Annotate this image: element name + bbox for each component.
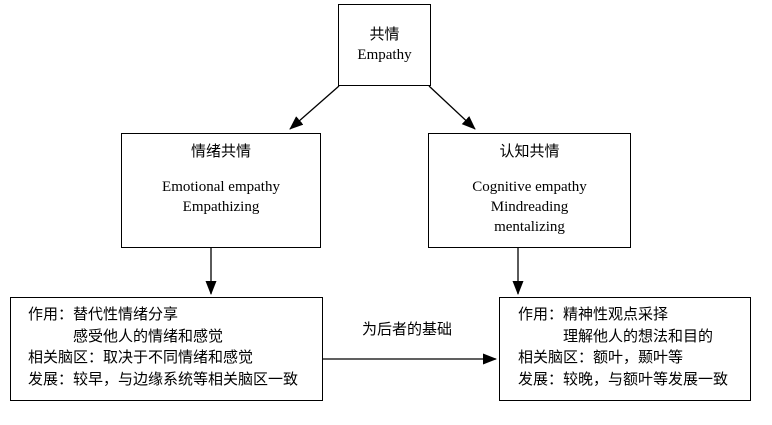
- cognitive-detail-function-cont: 理解他人的想法和目的: [563, 328, 714, 345]
- emotional-detail-function-cont: 感受他人的情绪和感觉: [73, 328, 224, 345]
- arrow-root-to-cognitive: [428, 85, 476, 130]
- emotional-empathy-box: 情绪共情 Emotional empathy Empathizing: [121, 133, 321, 248]
- emotional-detail-brain-region: 相关脑区：取决于不同情绪和感觉: [28, 350, 254, 366]
- emotional-title-en1: Emotional empathy: [162, 179, 280, 195]
- cognitive-title-zh: 认知共情: [499, 144, 560, 160]
- root-box-empathy: 共情 Empathy: [338, 4, 431, 86]
- cognitive-detail-development: 发展：较晚，与额叶等发展一致: [518, 371, 729, 388]
- arrow-root-to-emotional: [289, 85, 340, 130]
- root-title-en: Empathy: [357, 47, 412, 63]
- cognitive-detail-function: 作用：精神性观点采择: [518, 307, 669, 323]
- emotional-title-en2: Empathizing: [182, 199, 260, 215]
- cognitive-title-en3: mentalizing: [494, 219, 565, 235]
- cognitive-empathy-box: 认知共情 Cognitive empathy Mindreading menta…: [428, 133, 631, 248]
- cognitive-title-en1: Cognitive empathy: [472, 179, 587, 195]
- cognitive-title-en2: Mindreading: [490, 199, 569, 215]
- emotional-detail-development: 发展：较早，与边缘系统等相关脑区一致: [28, 371, 299, 388]
- emotional-detail-function: 作用：替代性情绪分享: [28, 307, 179, 323]
- basis-arrow-label: 为后者的基础: [361, 322, 452, 338]
- root-title-zh: 共情: [369, 27, 400, 43]
- cognitive-detail-box: 作用：精神性观点采择 理解他人的想法和目的 相关脑区：额叶，颞叶等 发展：较晚，…: [499, 297, 751, 401]
- emotional-detail-box: 作用：替代性情绪分享 感受他人的情绪和感觉 相关脑区：取决于不同情绪和感觉 发展…: [10, 297, 323, 401]
- cognitive-detail-brain-region: 相关脑区：额叶，颞叶等: [518, 350, 684, 366]
- emotional-title-zh: 情绪共情: [190, 144, 251, 160]
